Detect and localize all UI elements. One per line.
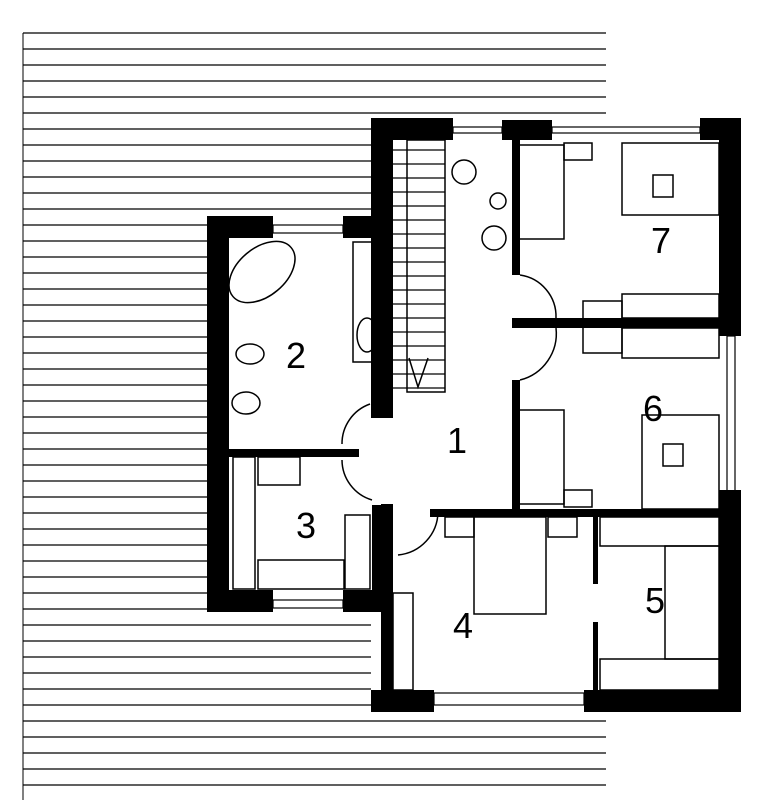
staircase xyxy=(393,139,446,393)
window-top-1 xyxy=(452,126,503,134)
chair-room6 xyxy=(662,443,684,467)
cabinet-4 xyxy=(392,592,414,691)
wall-top-mid xyxy=(502,120,552,140)
side-table-icon xyxy=(489,192,507,210)
door-room7 xyxy=(519,274,557,319)
wardrobe-3-bottom xyxy=(257,559,345,590)
door-room6 xyxy=(519,327,558,381)
wall-right-lower xyxy=(719,490,741,712)
desk-room7 xyxy=(621,142,720,216)
bathtub-icon xyxy=(228,240,296,304)
wall-7-6 xyxy=(512,318,720,328)
wall-hall-4 xyxy=(430,509,720,517)
wardrobe-5-bottom xyxy=(599,658,720,691)
nightstand-4-right xyxy=(547,516,578,538)
wall-bath-left xyxy=(207,216,229,612)
wall-4-5-lower xyxy=(593,622,598,690)
armchair-icon xyxy=(451,159,477,185)
window-top-2 xyxy=(551,126,701,134)
wardrobe-5-top xyxy=(599,516,720,547)
wall-3-right xyxy=(372,505,384,590)
wall-right-upper xyxy=(719,118,741,336)
wall-bottom-room3-right xyxy=(343,590,393,612)
wall-bottom-room3-left xyxy=(207,590,273,612)
wall-4-5-upper xyxy=(593,509,598,584)
wardrobe-3-left xyxy=(232,456,256,590)
toilet-icon xyxy=(231,391,261,415)
wall-bottom-left xyxy=(371,690,434,712)
door-bath xyxy=(341,403,371,445)
stair-arrow-icon xyxy=(408,357,429,390)
bed-room6 xyxy=(518,409,565,505)
door-room4 xyxy=(397,511,439,556)
nightstand-4-left xyxy=(444,516,475,538)
room-label-7: 7 xyxy=(651,220,671,261)
room-label-4: 4 xyxy=(453,605,473,646)
vanity-counter xyxy=(352,241,374,363)
desk-room6 xyxy=(641,414,720,510)
wall-hall-right-upper xyxy=(512,140,520,275)
bed-room7 xyxy=(518,144,565,240)
wardrobe-3-right xyxy=(344,514,371,590)
bath-block-floor xyxy=(207,216,393,612)
wall-hall-right-lower xyxy=(512,380,520,512)
nightstand-room7 xyxy=(563,142,593,161)
wall-bath-top-right xyxy=(343,216,393,238)
armchair-icon xyxy=(481,225,507,251)
room-label-5: 5 xyxy=(645,580,665,621)
shelf-3 xyxy=(257,456,301,486)
room-label-6: 6 xyxy=(643,388,663,429)
window-right xyxy=(726,335,736,492)
wall-2-3 xyxy=(229,449,359,457)
window-bath xyxy=(272,224,344,234)
shelf-hall xyxy=(582,300,623,354)
room-label-2: 2 xyxy=(286,335,306,376)
sink-icon xyxy=(356,317,378,353)
wall-bath-right xyxy=(372,238,386,398)
door-room3 xyxy=(341,459,373,501)
chair-room7 xyxy=(652,174,674,198)
nightstand-room6 xyxy=(563,489,593,508)
window-bottom xyxy=(433,692,585,706)
room-label-3: 3 xyxy=(296,505,316,546)
bidet-icon xyxy=(235,343,265,365)
room-label-1: 1 xyxy=(447,420,467,461)
wall-bottom-right xyxy=(584,690,741,712)
bed-room4 xyxy=(473,516,547,615)
window-room3 xyxy=(272,599,344,609)
